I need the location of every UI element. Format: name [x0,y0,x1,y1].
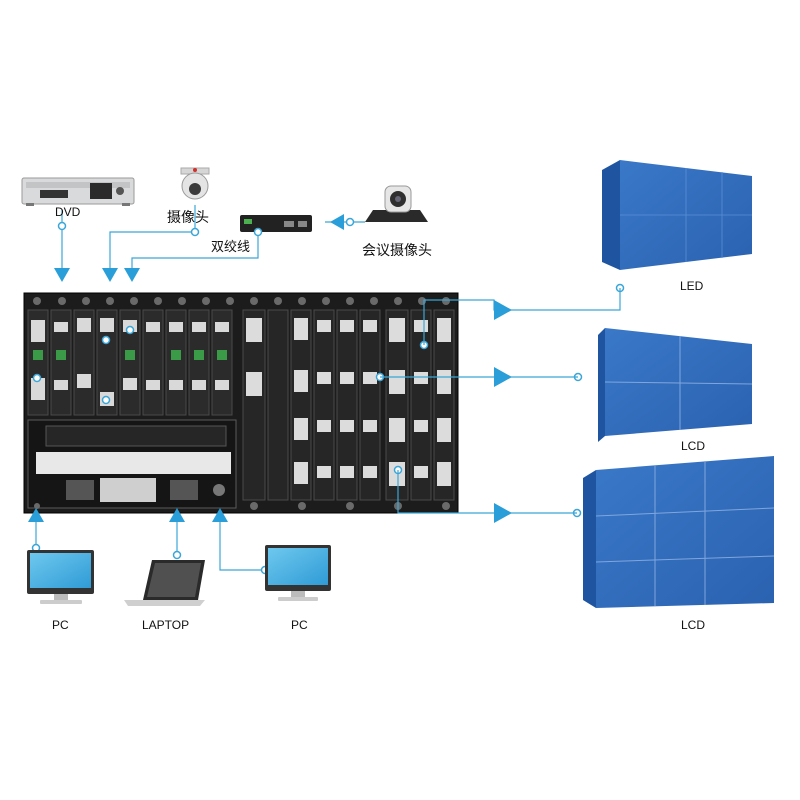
twisted-pair-label: 双绞线 [211,240,251,255]
lcd-top-label: LCD [681,439,706,453]
matrix-chassis [23,292,459,514]
led-wall-icon [602,160,752,270]
pc-left-label: PC [52,618,69,632]
extender-icon [240,215,312,232]
dvd-label: DVD [55,205,81,219]
pc-right-label: PC [291,618,308,632]
input-connectors [35,205,365,571]
dvd-player-icon [21,177,135,206]
lcd-bottom-label: LCD [681,618,706,632]
output-arrows [494,300,512,523]
ptz-camera-icon [365,185,428,222]
lcd-wall-icon [583,456,775,608]
dome-camera-label: 摄像头 [167,210,209,226]
laptop-icon [124,560,205,606]
led-label: LED [680,279,704,293]
conference-camera-label: 会议摄像头 [362,243,432,259]
pc-monitor-icon [265,545,331,601]
laptop-label: LAPTOP [142,618,190,632]
input-arrows [28,214,344,522]
pc-monitor-icon [27,550,94,604]
lcd-wall-icon [598,328,753,442]
dome-camera-icon [180,167,210,200]
